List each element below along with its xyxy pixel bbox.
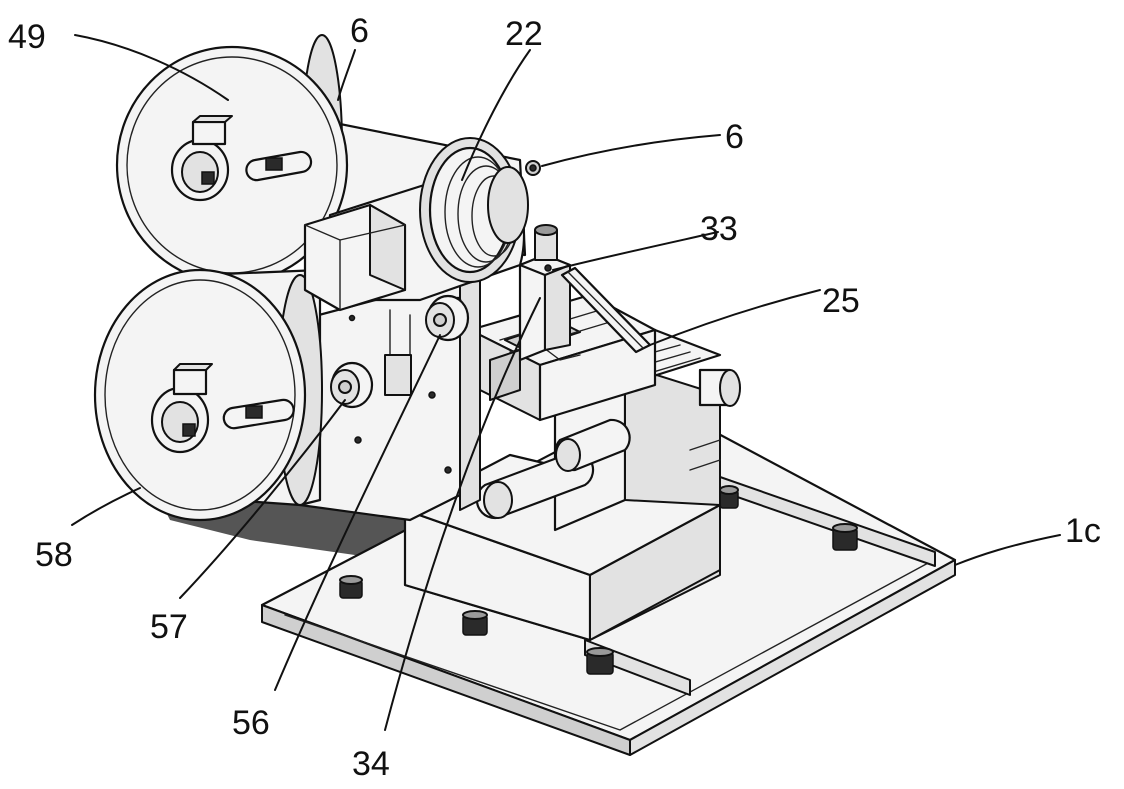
lower-reel: [93, 268, 323, 522]
leader-57: [179, 399, 346, 599]
base-bolt: [832, 523, 858, 551]
callout-58: 58: [35, 536, 73, 574]
leader-lines: [71, 34, 1061, 731]
idler-pulley: [330, 361, 374, 409]
callout-6-right: 6: [725, 118, 744, 156]
callout-34: 34: [352, 745, 390, 783]
base-bolt: [339, 575, 363, 599]
leader-6-right: [541, 134, 721, 167]
vertical-post: [518, 224, 572, 362]
callout-33: 33: [700, 210, 738, 248]
base-bolt: [462, 610, 488, 636]
leader-58: [71, 487, 141, 526]
base-bolt: [586, 647, 614, 675]
base-bolt: [719, 485, 739, 509]
idler-pulley: [425, 294, 470, 342]
callout-49: 49: [8, 18, 46, 56]
leader-33: [552, 231, 719, 271]
callout-25: 25: [822, 282, 860, 320]
guide-roller: [554, 418, 631, 472]
callout-56: 56: [232, 704, 270, 742]
callout-1c: 1c: [1065, 512, 1101, 550]
leader-6-top: [337, 49, 356, 101]
drive-motor: [303, 137, 541, 312]
callout-22: 22: [505, 15, 543, 53]
leader-25: [649, 289, 821, 346]
leader-34: [384, 297, 541, 731]
guide-roller: [698, 368, 741, 407]
leader-56: [274, 334, 441, 691]
leader-22: [461, 49, 531, 181]
leader-1c: [954, 534, 1061, 566]
leader-49: [74, 34, 229, 101]
callout-57: 57: [150, 608, 188, 646]
callout-6-top: 6: [350, 12, 369, 50]
callout-labels: 49 6 22 6 33 25 1c 58 57 56 34: [8, 12, 1101, 783]
